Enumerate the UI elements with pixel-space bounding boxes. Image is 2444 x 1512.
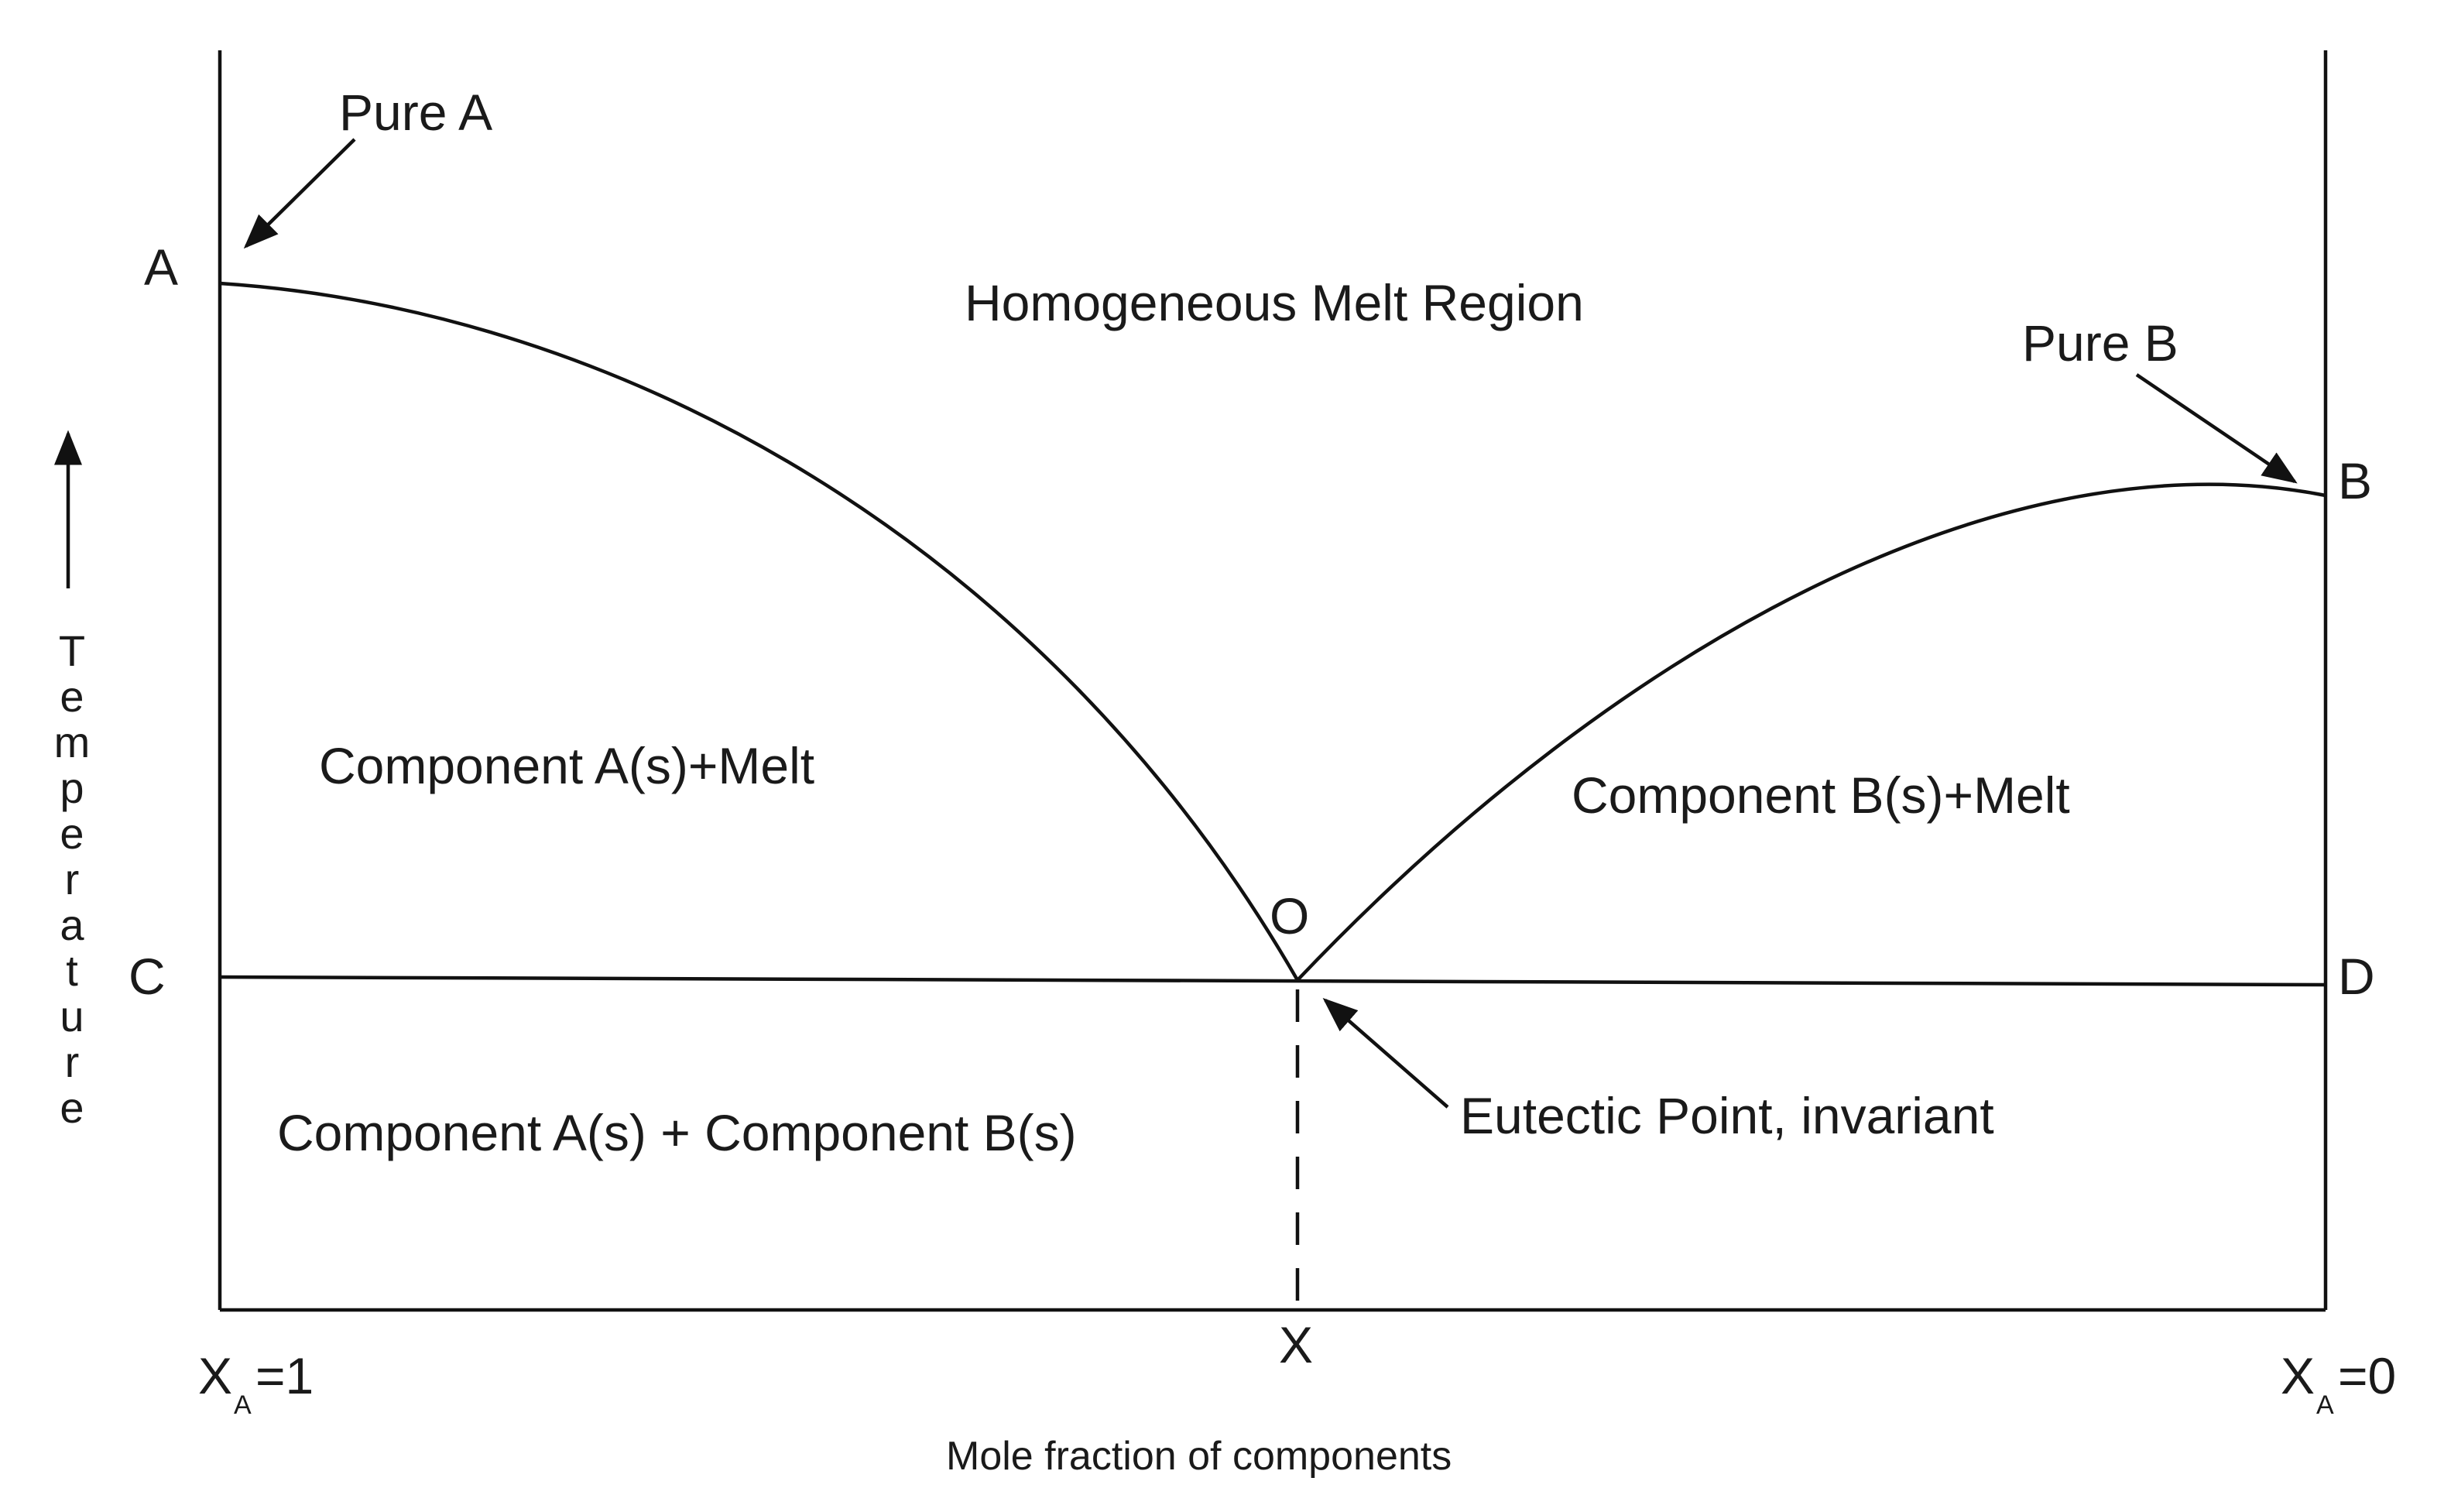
svg-text:A: A [234,1390,252,1420]
svg-text:=0: =0 [2338,1347,2396,1404]
component-a-b-solid-label: Component A(s) + Component B(s) [277,1104,1077,1161]
pure-a-arrow [243,138,356,249]
liquidus-curve-a [219,281,1299,982]
xa-equals-1-label: X A =1 [198,1347,314,1420]
eutectic-arrow [1322,998,1449,1109]
point-b-label: B [2338,452,2372,509]
homogeneous-melt-region-label: Homogeneous Melt Region [965,274,1584,331]
svg-text:X: X [198,1347,232,1404]
x-axis-title: Mole fraction of components [946,1434,1452,1479]
point-d-label: D [2338,948,2375,1005]
point-x-label: X [1279,1316,1313,1373]
eutectic-line-cd [219,975,2326,987]
svg-text:X: X [2281,1347,2315,1404]
eutectic-point-label: Eutectic Point, invariant [1460,1087,1994,1144]
component-a-melt-label: Component A(s)+Melt [319,737,814,794]
liquidus-curve-b [1296,482,2326,982]
pure-b-label: Pure B [2022,314,2178,372]
point-c-label: C [129,948,166,1005]
pure-a-label: Pure A [339,84,492,141]
svg-text:A: A [2316,1390,2334,1420]
svg-text:=1: =1 [255,1347,314,1404]
pure-b-arrow [2135,373,2298,484]
xa-equals-0-label: X A =0 [2281,1347,2396,1420]
point-o-label: O [1270,887,1309,945]
point-a-label: A [144,238,178,296]
component-b-melt-label: Component B(s)+Melt [1572,766,2070,824]
